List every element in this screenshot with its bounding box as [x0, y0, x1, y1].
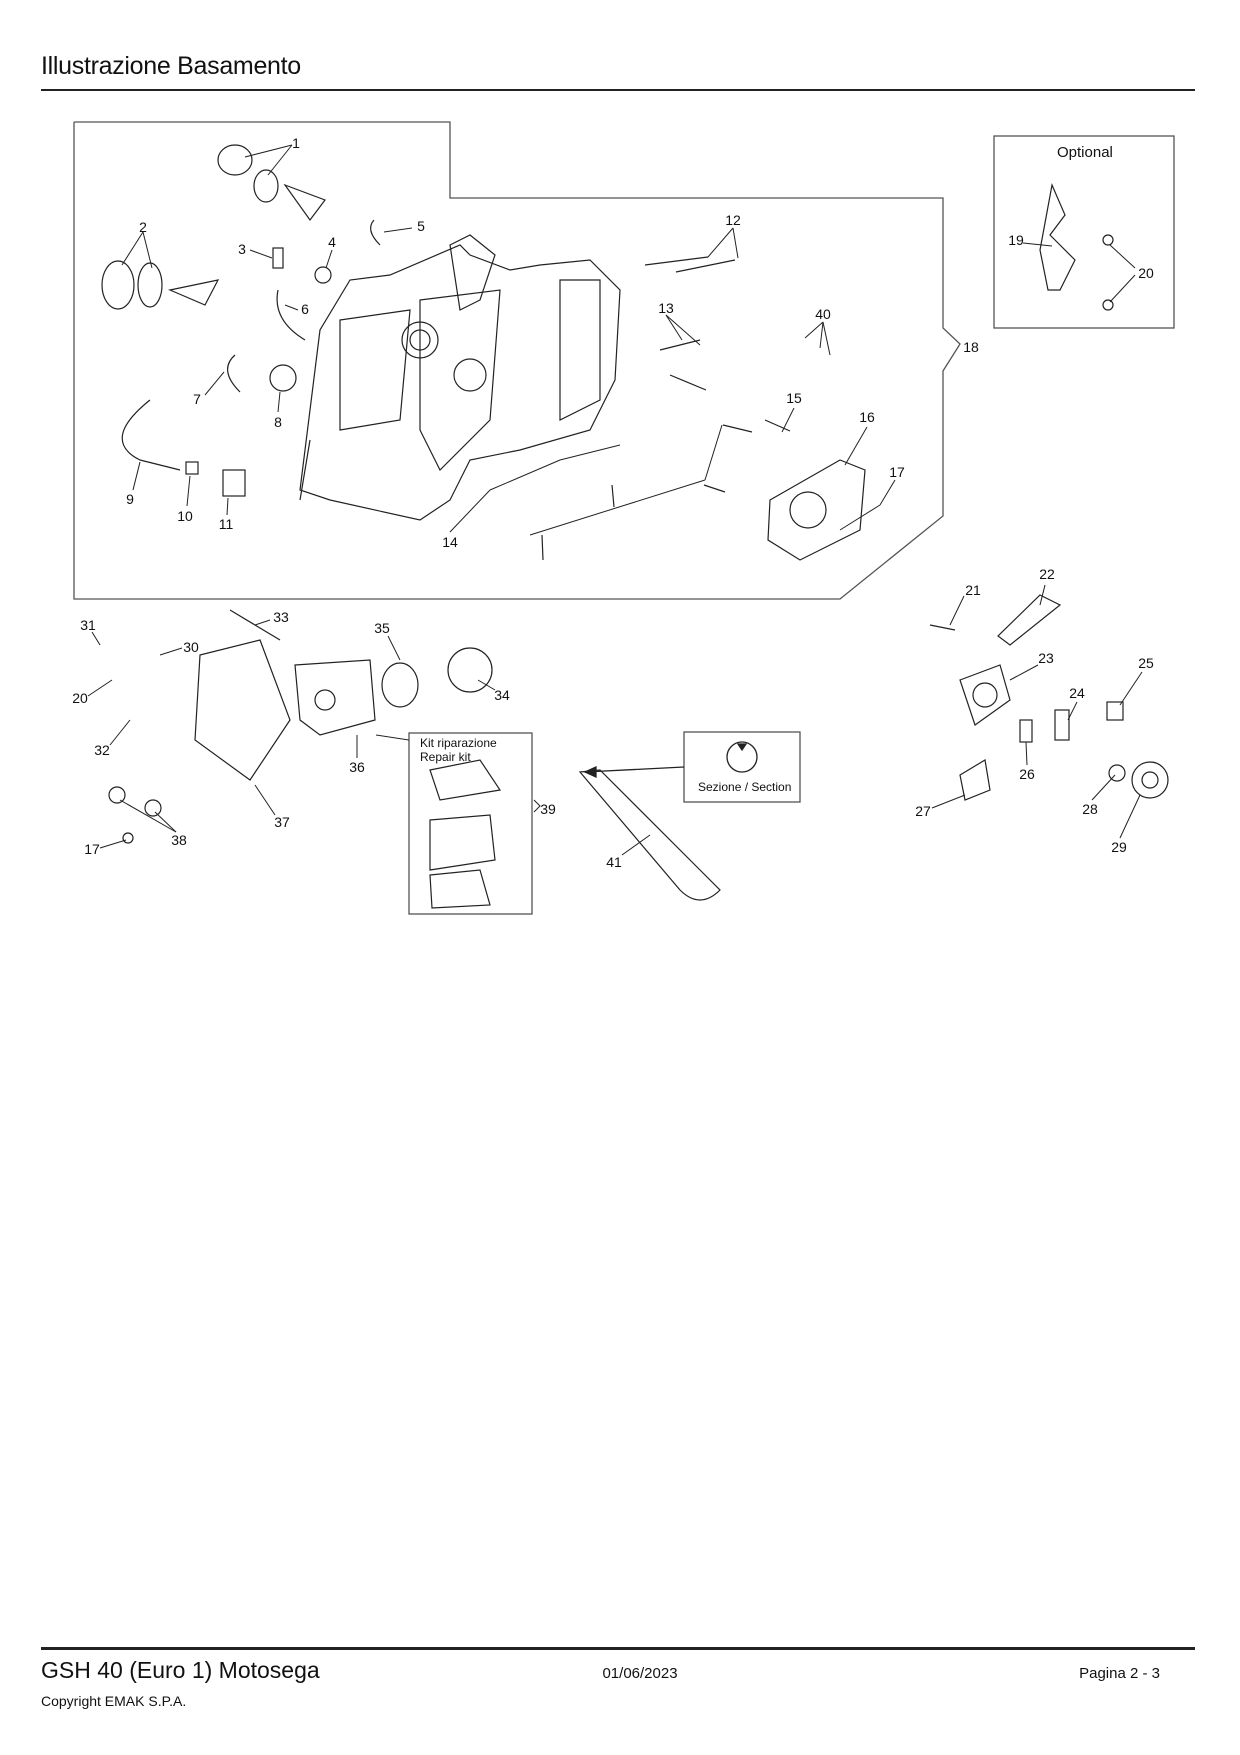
callout-18: 18: [963, 339, 979, 355]
callout-20: 20: [1138, 265, 1154, 281]
callout-2: 2: [139, 219, 147, 235]
callout-3: 3: [238, 241, 246, 257]
callout-21: 21: [965, 582, 981, 598]
callout-17-secondary: 17: [84, 841, 100, 857]
callout-24: 24: [1069, 685, 1085, 701]
callout-7: 7: [193, 391, 201, 407]
callout-19: 19: [1008, 232, 1024, 248]
crankcase-group-border: [73, 121, 961, 600]
section-circle-icon: [726, 741, 758, 773]
callout-27: 27: [915, 803, 931, 819]
optional-box: [993, 135, 1175, 329]
callout-22: 22: [1039, 566, 1055, 582]
callout-20-secondary: 20: [72, 690, 88, 706]
callout-12: 12: [725, 212, 741, 228]
callout-14: 14: [442, 534, 458, 550]
repair-kit-label-it: Kit riparazione: [420, 736, 497, 750]
callout-25: 25: [1138, 655, 1154, 671]
callout-40: 40: [815, 306, 831, 322]
callout-6: 6: [301, 301, 309, 317]
callout-28: 28: [1082, 801, 1098, 817]
footer-copyright: Copyright EMAK S.P.A.: [41, 1693, 187, 1709]
callout-41: 41: [606, 854, 622, 870]
callout-23: 23: [1038, 650, 1054, 666]
callout-29: 29: [1111, 839, 1127, 855]
callout-32: 32: [94, 742, 110, 758]
page-title: Illustrazione Basamento: [41, 52, 301, 80]
callout-34: 34: [494, 687, 510, 703]
header-rule: [41, 89, 1195, 91]
footer-rule: [41, 1647, 1195, 1650]
callout-36: 36: [349, 759, 365, 775]
callout-10: 10: [177, 508, 193, 524]
repair-kit-label-en: Repair kit: [420, 750, 471, 764]
callout-4: 4: [328, 234, 336, 250]
callout-1: 1: [292, 135, 300, 151]
callout-13: 13: [658, 300, 674, 316]
callout-5: 5: [417, 218, 425, 234]
callout-30: 30: [183, 639, 199, 655]
callout-15: 15: [786, 390, 802, 406]
callout-16: 16: [859, 409, 875, 425]
crankcase-drawing: [299, 234, 621, 521]
callout-35: 35: [374, 620, 390, 636]
footer-model: GSH 40 (Euro 1) Motosega: [41, 1657, 320, 1683]
footer-page-number: Pagina 2 - 3: [1079, 1665, 1160, 1682]
callout-31: 31: [80, 617, 96, 633]
callout-39: 39: [540, 801, 556, 817]
callout-9: 9: [126, 491, 134, 507]
optional-label: Optional: [1057, 144, 1113, 161]
callout-37: 37: [274, 814, 290, 830]
callout-33: 33: [273, 609, 289, 625]
leader-lines: [87, 144, 1143, 856]
section-label: Sezione / Section: [698, 780, 792, 794]
parts-drawings: [101, 144, 1169, 909]
callout-26: 26: [1019, 766, 1035, 782]
callout-8: 8: [274, 414, 282, 430]
callout-38: 38: [171, 832, 187, 848]
callout-17: 17: [889, 464, 905, 480]
repair-kit-box: [408, 732, 533, 915]
footer-date: 01/06/2023: [602, 1665, 678, 1682]
callout-11: 11: [218, 516, 234, 532]
